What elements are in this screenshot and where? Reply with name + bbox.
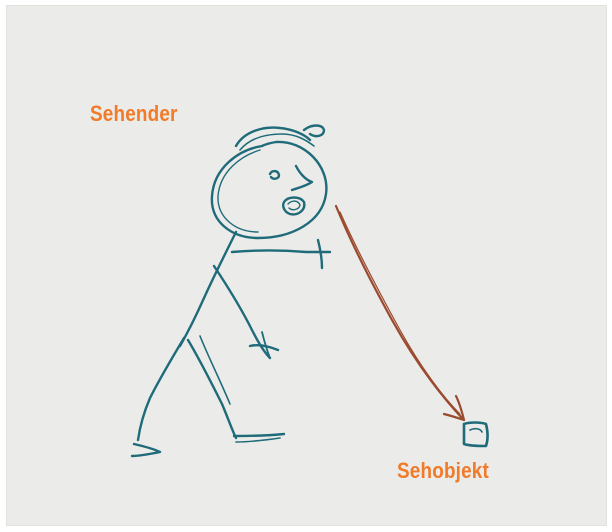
figure-hand-right	[316, 238, 324, 270]
label-object: Sehobjekt	[397, 458, 489, 483]
figure-foot-right	[232, 432, 286, 438]
figure-hair-2	[239, 133, 315, 151]
figure-torso	[178, 230, 238, 348]
figure-foot-left	[130, 442, 162, 458]
figure-hair	[234, 126, 312, 148]
figure-mouth-inner	[287, 200, 301, 211]
seen-object	[462, 421, 489, 448]
figure-hand-left	[248, 344, 280, 352]
label-viewer: Sehender	[90, 101, 178, 126]
figure-hair-curl	[302, 124, 326, 138]
gaze-line-2	[339, 211, 461, 415]
figure-nose	[290, 164, 314, 192]
figure-head-outline-2	[217, 149, 261, 233]
figure-mouth	[282, 196, 306, 216]
figure-leg-right	[186, 338, 238, 440]
figure-leg-right-2	[199, 335, 231, 405]
figure-hand-left-2	[261, 331, 271, 359]
figure-head	[210, 140, 328, 240]
object-detail	[469, 427, 483, 433]
figure-arm-left	[212, 264, 272, 360]
object-shape	[462, 421, 489, 448]
stick-figure	[130, 124, 332, 458]
gaze-line	[334, 204, 464, 420]
figure-eye	[268, 169, 281, 180]
gaze-arrowhead	[442, 394, 466, 422]
figure-foot-right-2	[235, 437, 281, 443]
figure-arm-right	[230, 249, 332, 254]
gaze-arrow	[334, 204, 466, 422]
paper-background	[6, 5, 607, 526]
figure-leg-left	[136, 336, 186, 442]
